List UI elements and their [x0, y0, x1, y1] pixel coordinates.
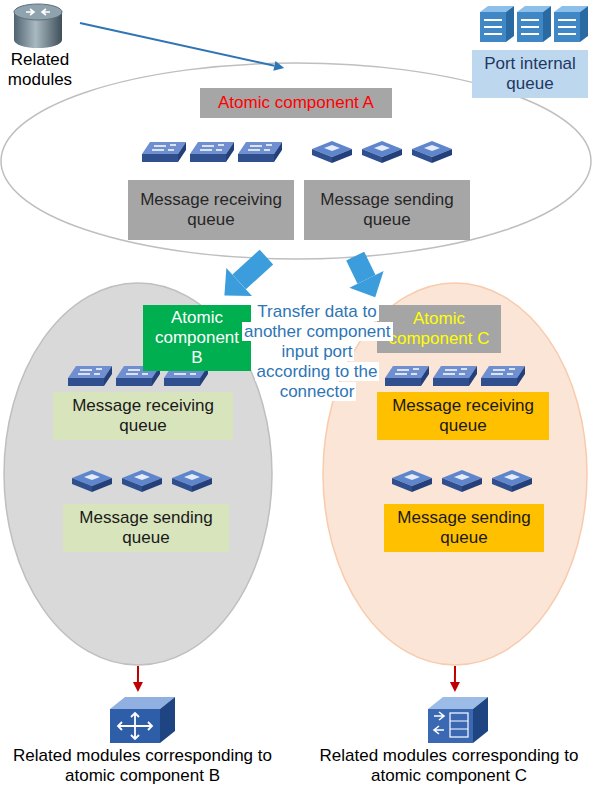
- component-ellipse: Atomic component B Message receiving queu…: [3, 282, 273, 666]
- queue-label: Message receiving queue: [59, 396, 227, 436]
- queue-label: Message sending queue: [310, 190, 464, 230]
- module-node: Related modules corresponding to atomic …: [0, 692, 285, 788]
- queue-box: Message receiving queue: [377, 392, 549, 440]
- module-c-icon: [428, 697, 488, 743]
- queue-box: Message receiving queue: [128, 180, 294, 240]
- switch-icons: [480, 6, 588, 42]
- send-icons-a: [312, 141, 452, 163]
- send-icons-c: [392, 470, 532, 492]
- ellipse-shape: [4, 283, 272, 665]
- arrow-connector: [133, 666, 143, 692]
- component-title: Atomic component B: [148, 308, 246, 368]
- queue-label: Message receiving queue: [134, 190, 288, 230]
- receive-icons-a: [142, 142, 282, 162]
- queue-label: Port internal queue: [478, 54, 582, 94]
- component-title: Atomic component A: [218, 93, 374, 113]
- queue-box: Message receiving queue: [53, 392, 233, 440]
- arrow-head: [349, 271, 383, 297]
- send-icons-b: [72, 470, 212, 492]
- module-label: Related modules: [3, 50, 77, 90]
- block-arrow: [346, 252, 383, 298]
- module-node: Related modules corresponding to atomic …: [308, 692, 590, 788]
- component-title: Atomic component C: [382, 309, 496, 349]
- queue-box: Message sending queue: [304, 180, 470, 240]
- module-label: Related modules corresponding to atomic …: [311, 746, 587, 786]
- note-holder: Transfer data to another component input…: [242, 302, 392, 402]
- queue-label: Message receiving queue: [383, 396, 543, 436]
- arrow-head: [133, 682, 143, 692]
- queue-box: Port internal queue: [472, 50, 588, 98]
- queue-box: Message sending queue: [63, 504, 229, 552]
- arrow-line: [80, 23, 274, 66]
- arrow-connector: [450, 666, 460, 692]
- receive-icons-c: [385, 366, 525, 386]
- component-title-box: Atomic component A: [200, 88, 392, 118]
- module-b-icon: [110, 697, 175, 743]
- queue-label: Message sending queue: [390, 508, 538, 548]
- arrow-head: [450, 682, 460, 692]
- arrow-line: [137, 666, 139, 682]
- arrow-line: [454, 666, 456, 682]
- queue-box: Message sending queue: [384, 504, 544, 552]
- module-node: Related modules: [0, 0, 80, 92]
- module-label: Related modules corresponding to atomic …: [3, 746, 282, 786]
- arrow-head: [224, 268, 252, 296]
- queue-label: Message sending queue: [69, 508, 223, 548]
- component-title-box: Atomic component C: [377, 305, 501, 353]
- component-title-box: Atomic component B: [143, 305, 251, 371]
- router-icon: [14, 4, 62, 48]
- transfer-note: Transfer data to another component input…: [242, 302, 393, 401]
- ellipse-shape: [1, 63, 591, 259]
